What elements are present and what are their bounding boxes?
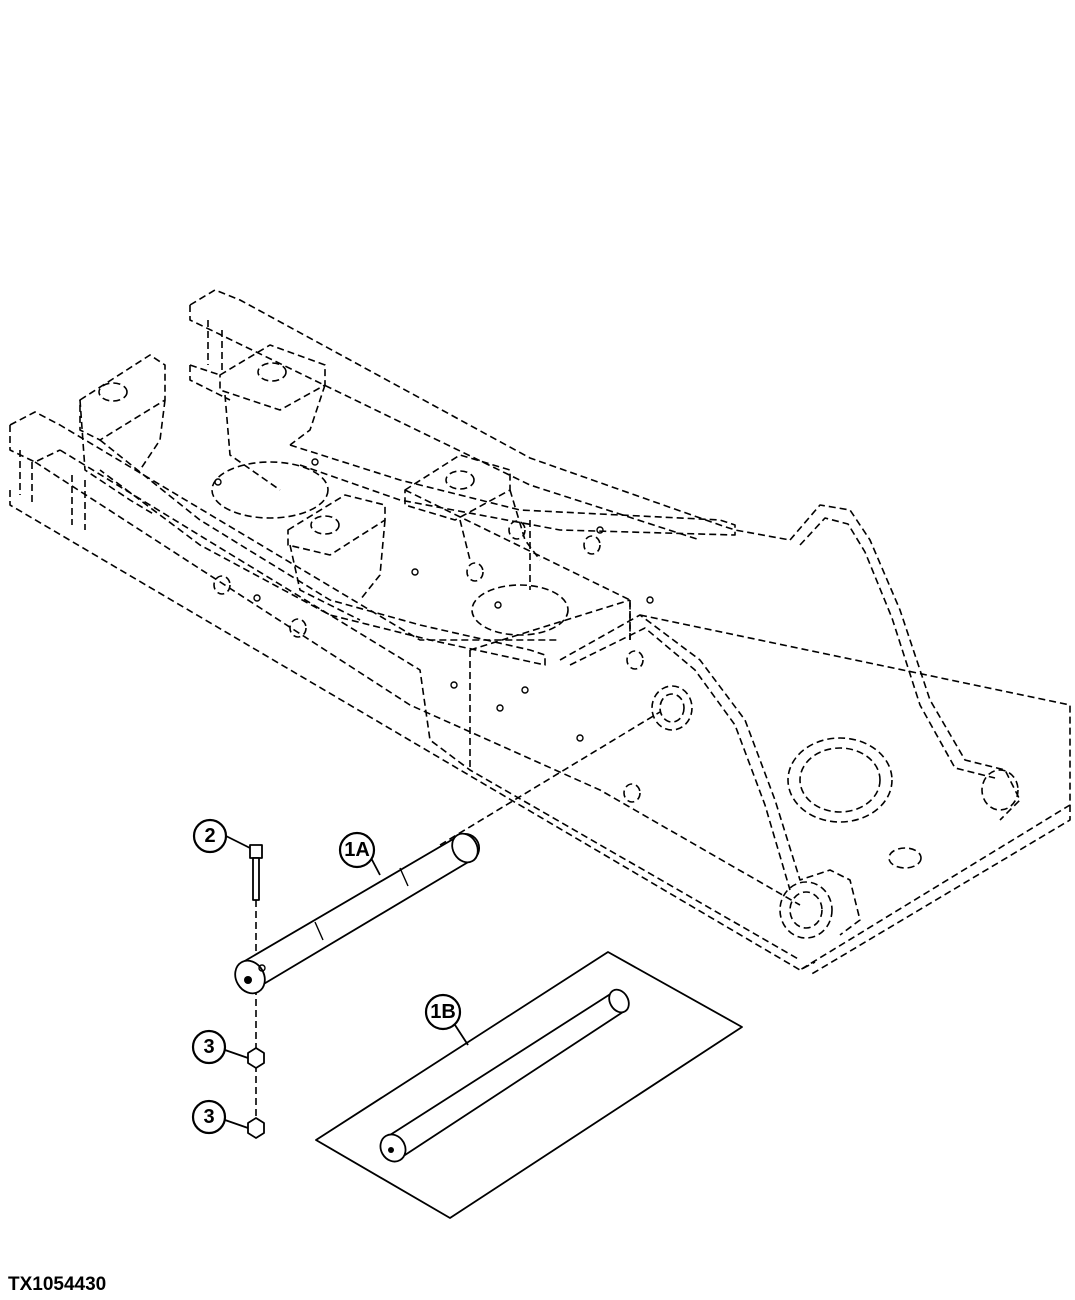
callout-3-lower: 3 xyxy=(191,1099,249,1135)
callout-1a-label: 1A xyxy=(344,839,370,861)
callout-2-label: 2 xyxy=(204,825,215,847)
callout-3-upper: 3 xyxy=(191,1029,249,1065)
figure-reference-id: TX1054430 xyxy=(8,1274,107,1295)
pin-1b-kit xyxy=(315,951,743,1219)
callout-3-upper-label: 3 xyxy=(203,1036,214,1058)
pin-alignment-line xyxy=(439,711,661,846)
callout-3-lower-label: 3 xyxy=(203,1106,214,1128)
bolt-2 xyxy=(249,844,263,901)
nut-3-upper xyxy=(247,1047,265,1069)
callout-2: 2 xyxy=(192,818,251,854)
callout-1b: 1B xyxy=(424,993,469,1046)
callout-1b-label: 1B xyxy=(430,1001,456,1023)
nut-3-lower xyxy=(247,1117,265,1139)
pin-1a xyxy=(234,832,481,995)
callout-1a: 1A xyxy=(338,831,381,876)
machine-frame xyxy=(9,289,1071,976)
